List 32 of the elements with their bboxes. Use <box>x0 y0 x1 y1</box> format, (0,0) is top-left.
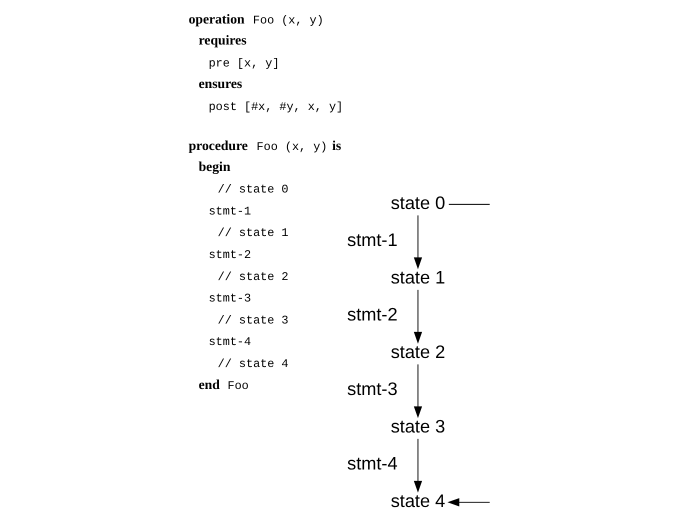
edge-label: stmt-3 <box>346 379 398 400</box>
label: operation Foo (x, y) <box>188 12 324 28</box>
node-text: state 0 <box>390 192 445 213</box>
label: stmt-4 <box>208 335 251 350</box>
node-text: state 1 <box>390 267 445 288</box>
label: // state 4 <box>217 356 288 371</box>
label: post [#x, #y, x, y] <box>208 100 343 114</box>
label: begin <box>198 158 230 174</box>
label: // state 3 <box>217 313 288 328</box>
edge-label: stmt-4 <box>346 454 398 474</box>
arrow <box>413 438 422 493</box>
label: stmt-1 <box>208 204 251 218</box>
label: stmt-2 <box>208 248 251 262</box>
node-text: state 4 <box>390 490 445 511</box>
connector <box>448 204 490 205</box>
label: requires <box>198 32 246 48</box>
arrow <box>446 498 490 506</box>
node-text: state 3 <box>390 416 445 436</box>
label: end Foo <box>198 376 248 393</box>
edge-label: stmt-1 <box>346 230 398 250</box>
label: stmt-3 <box>208 292 251 306</box>
arrow <box>413 364 422 418</box>
label: ensures <box>198 76 242 92</box>
label: // state 0 <box>217 182 288 197</box>
node-text: state 2 <box>390 342 445 362</box>
arrow <box>413 214 422 270</box>
arrow <box>413 289 422 344</box>
label: pre [x, y] <box>208 56 279 70</box>
label: // state 1 <box>217 226 288 240</box>
edge-label: stmt-2 <box>346 304 398 325</box>
label: // state 2 <box>217 270 288 284</box>
label: procedure Foo (x, y) is <box>188 138 341 154</box>
